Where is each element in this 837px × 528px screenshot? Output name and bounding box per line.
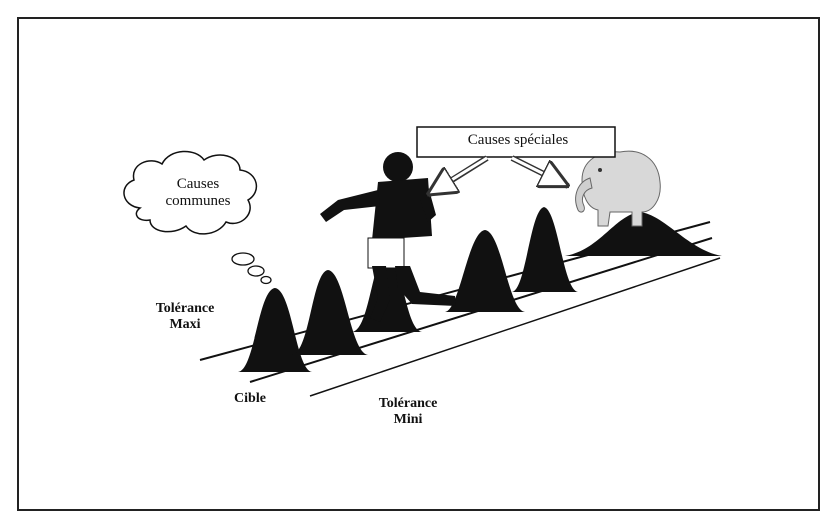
slide-frame — [17, 17, 820, 511]
runner-figure — [320, 152, 456, 322]
tolerance-min-line1: Tolérance — [378, 396, 438, 411]
special-causes-box — [416, 126, 616, 158]
tolerance-max-line2: Maxi — [169, 317, 201, 332]
common-causes-label: Causes communes — [150, 176, 246, 210]
tolerance-min-line — [309, 257, 721, 397]
thought-bubble-medium — [247, 265, 265, 277]
arrow-to-elephant-inner — [511, 156, 564, 184]
thought-bubble-small — [260, 275, 272, 285]
tolerance-max-line1: Tolérance — [155, 301, 215, 316]
target-label: Cible — [234, 391, 266, 406]
special-causes-label: Causes spéciales — [467, 132, 569, 148]
common-causes-line1: Causes — [176, 176, 220, 192]
distribution-curve-2 — [292, 270, 368, 355]
thought-cloud — [123, 150, 258, 235]
distribution-curve-wide — [565, 212, 722, 256]
common-causes-line2: communes — [165, 193, 231, 209]
tolerance-max-label: Tolérance Maxi — [140, 301, 230, 333]
thought-bubble-large — [231, 252, 255, 266]
tolerance-min-label: Tolérance Mini — [358, 396, 458, 428]
tolerance-min-line2: Mini — [393, 412, 423, 427]
distribution-curve-4 — [445, 230, 525, 312]
distribution-curve-1 — [238, 288, 312, 372]
distribution-curve-5 — [512, 207, 578, 292]
elephant-figure — [575, 150, 661, 227]
arrow-to-runner-inner — [432, 156, 488, 192]
